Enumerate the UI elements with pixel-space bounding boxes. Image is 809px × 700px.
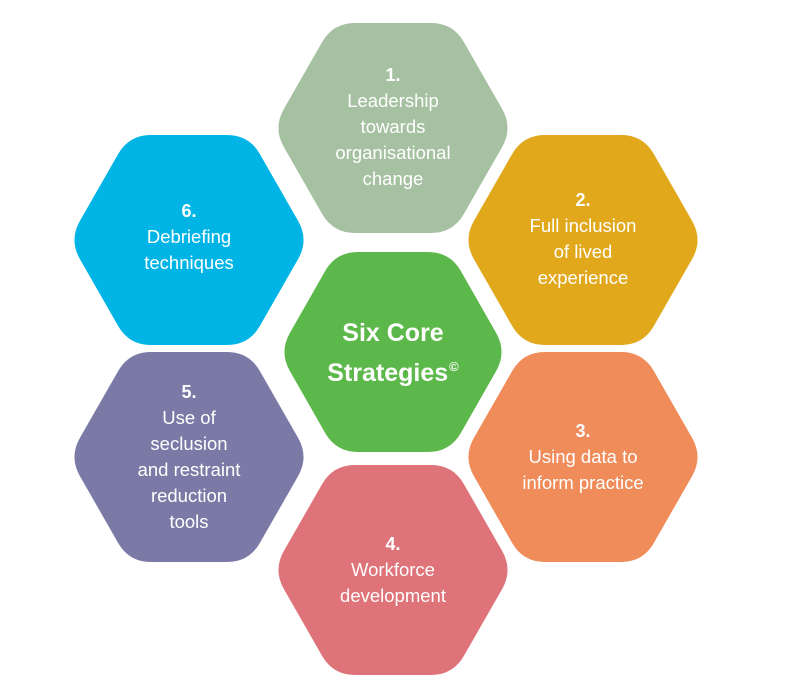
- center-hexagon: [284, 252, 502, 452]
- strategy-5-text-line-2: seclusion: [150, 433, 228, 454]
- strategy-6-text-line-2: techniques: [144, 252, 234, 273]
- strategy-4-text-line-1: Workforce: [351, 559, 435, 580]
- center-title-line-2: Strategies©: [283, 350, 503, 390]
- strategy-6-text-line-1: Debriefing: [146, 226, 232, 247]
- strategy-1-text-line-1: Leadership: [347, 90, 439, 111]
- strategy-1-label: 1. Leadership towards organisational cha…: [290, 62, 496, 192]
- strategy-2-number: 2.: [575, 190, 591, 210]
- strategy-3-text-line-1: Using data to: [528, 446, 638, 467]
- strategy-5-text-line-5: tools: [169, 511, 209, 532]
- strategy-2-hexagon: [468, 135, 698, 345]
- strategy-1-text-line-4: change: [362, 168, 424, 189]
- strategy-2-text-line-2: of lived: [553, 241, 613, 262]
- strategy-5-text-line-1: Use of: [162, 407, 216, 428]
- strategy-4-label: 4. Workforce development: [290, 531, 496, 609]
- strategy-1-text-line-3: organisational: [335, 142, 451, 163]
- strategy-2-text-line-3: experience: [537, 267, 629, 288]
- strategy-6-label: 6. Debriefing techniques: [86, 198, 292, 276]
- strategy-2-text-line-1: Full inclusion: [529, 215, 637, 236]
- strategy-4-text-line-2: development: [340, 585, 446, 606]
- strategy-5-label: 5. Use of seclusion and restraint reduct…: [86, 379, 292, 535]
- strategy-4-number: 4.: [385, 534, 401, 554]
- strategy-1-number: 1.: [385, 65, 401, 85]
- strategy-1-text-line-2: towards: [360, 116, 426, 137]
- strategy-3-text-line-2: inform practice: [522, 472, 644, 493]
- center-title: Six Core Strategies©: [283, 316, 503, 390]
- strategy-6-hexagon: [74, 135, 304, 345]
- strategy-5-number: 5.: [181, 382, 197, 402]
- strategy-3-label: 3. Using data to inform practice: [480, 418, 686, 496]
- strategy-6-number: 6.: [181, 201, 197, 221]
- strategy-5-text-line-3: and restraint: [137, 459, 241, 480]
- center-title-line-1: Six Core: [342, 319, 444, 347]
- strategy-3-number: 3.: [575, 421, 591, 441]
- center-title-word: Strategies: [327, 359, 449, 387]
- strategy-5-text-line-4: reduction: [150, 485, 228, 506]
- copyright-mark: ©: [449, 359, 459, 374]
- strategy-4-hexagon: [278, 465, 508, 675]
- strategy-5-hexagon: [74, 352, 304, 562]
- strategy-2-label: 2. Full inclusion of lived experience: [480, 187, 686, 291]
- strategy-1-hexagon: [278, 23, 508, 233]
- strategy-3-hexagon: [468, 352, 698, 562]
